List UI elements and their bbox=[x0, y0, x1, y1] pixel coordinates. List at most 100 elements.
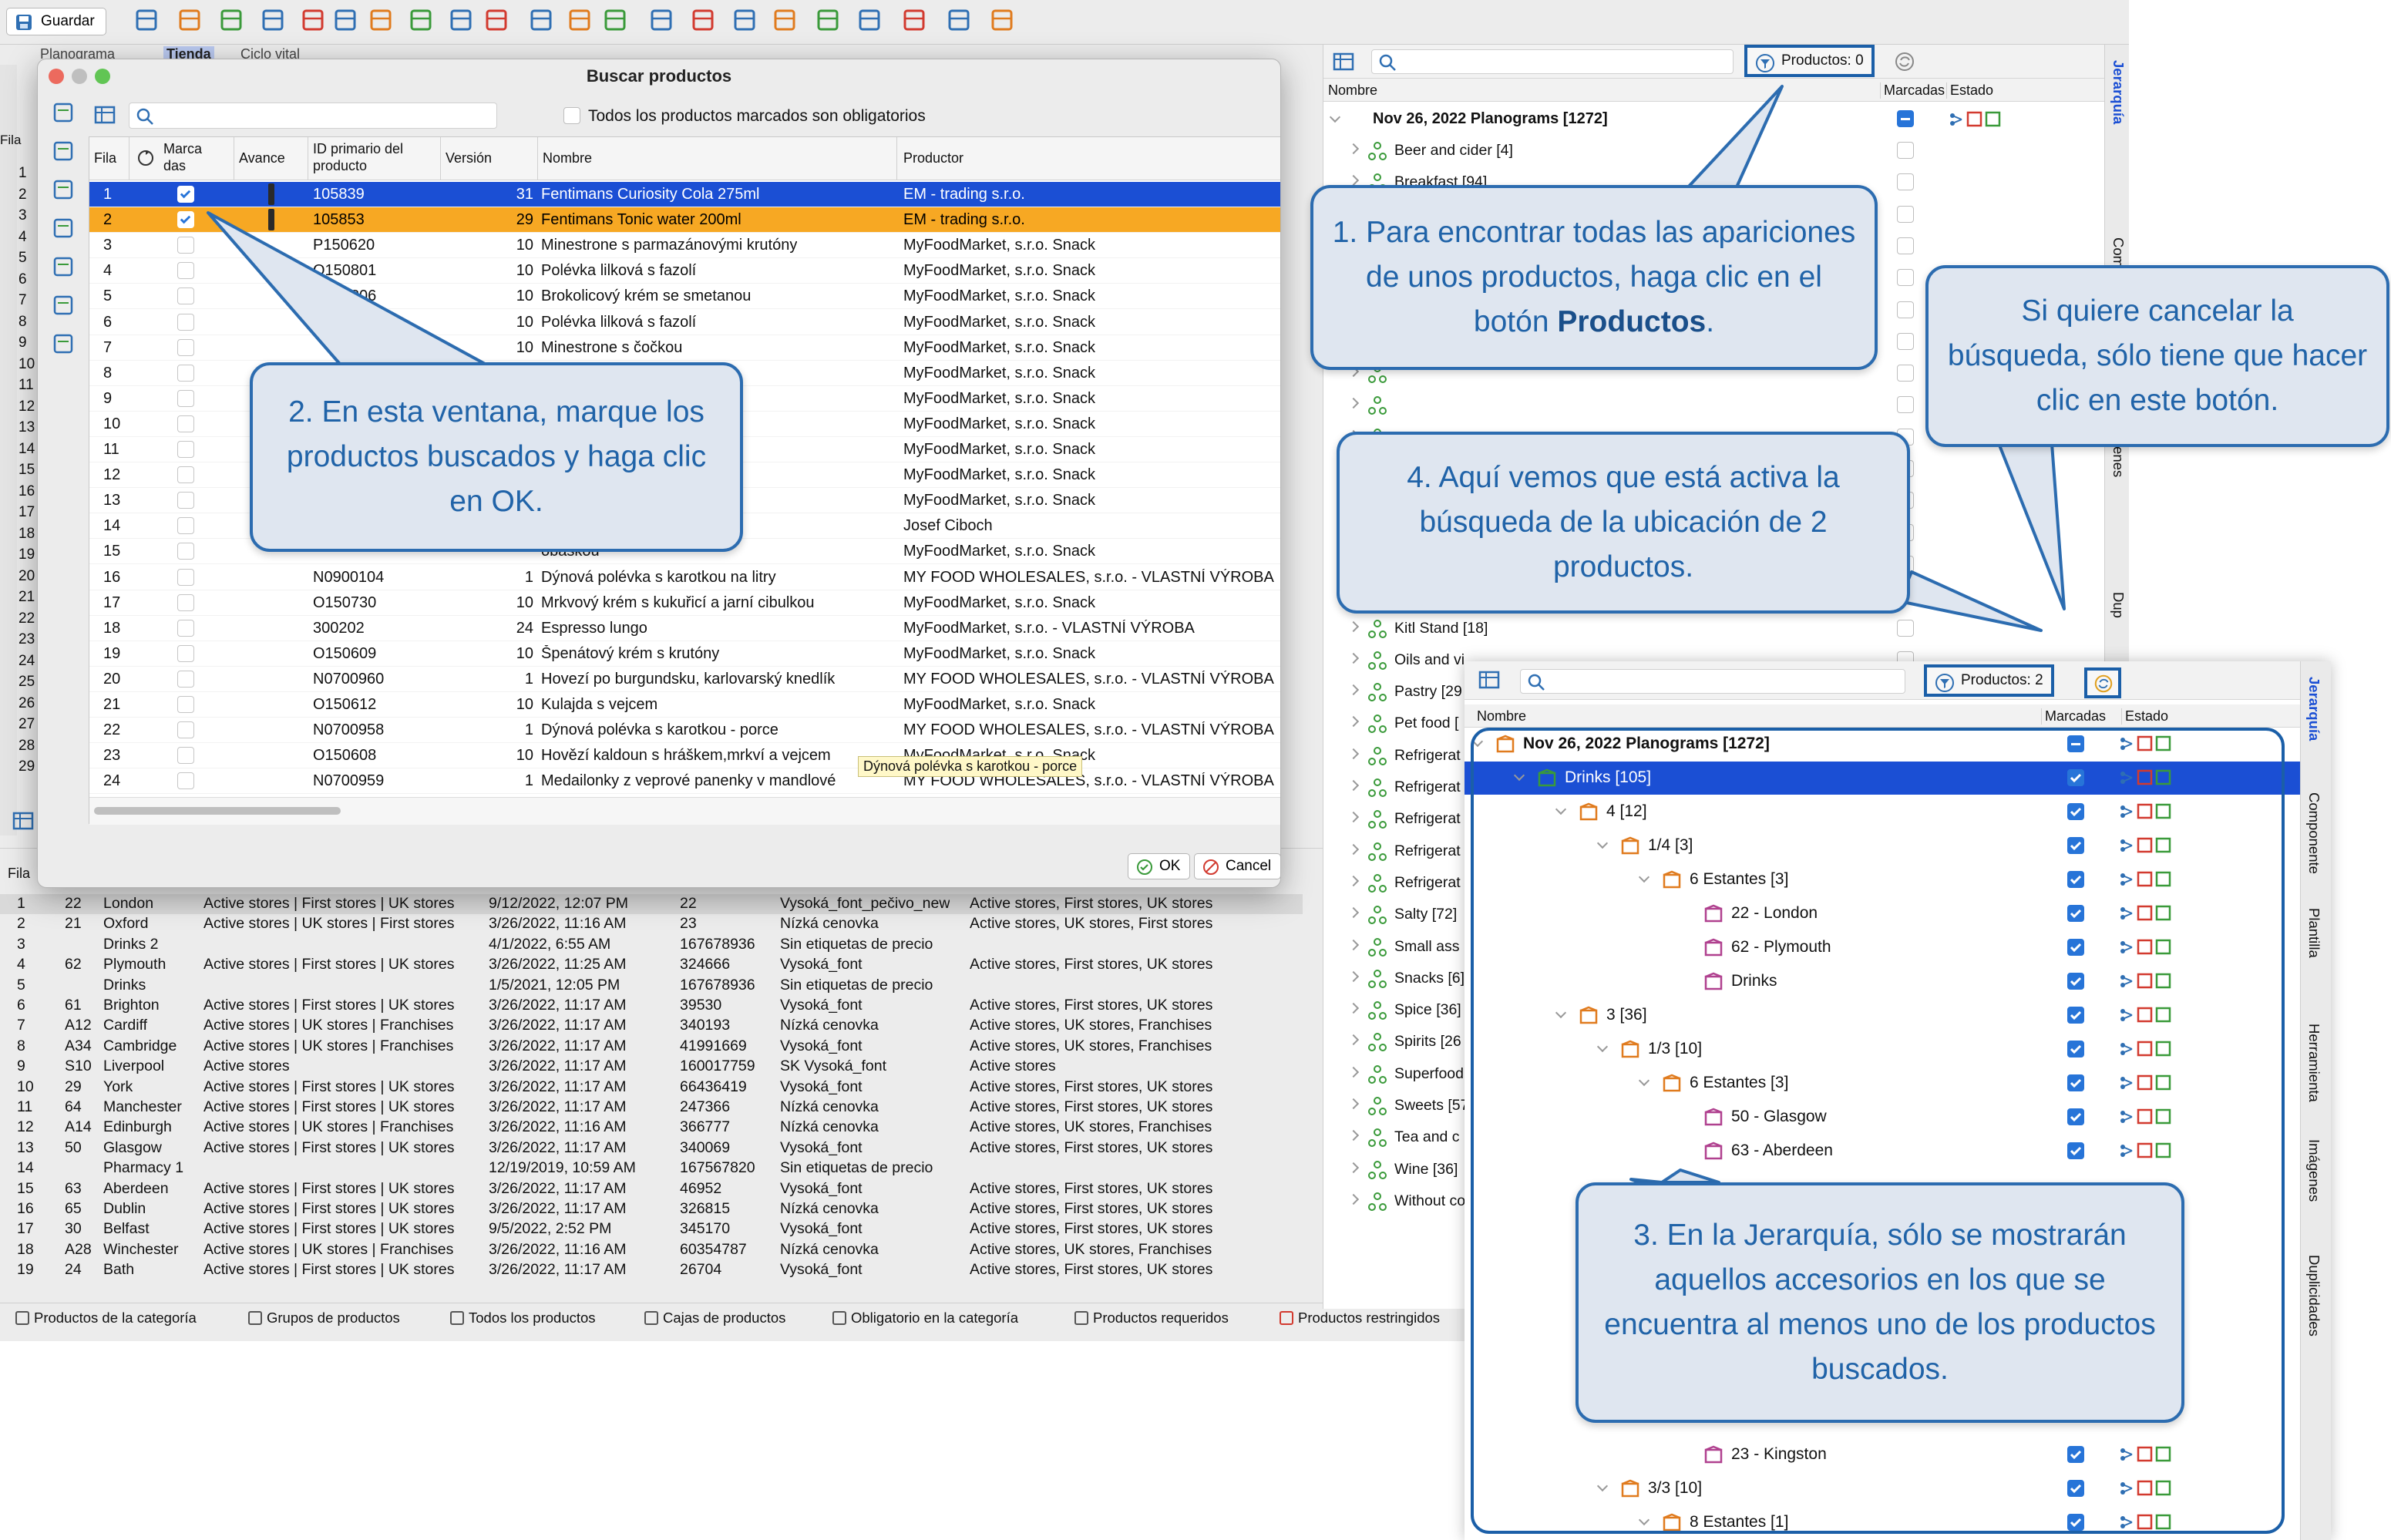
marked-checkbox[interactable] bbox=[177, 696, 194, 713]
bottom-tab[interactable]: Productos restringidos bbox=[1280, 1310, 1440, 1326]
cancel-button[interactable]: Cancel bbox=[1194, 853, 1280, 879]
marked-checkbox[interactable] bbox=[2067, 939, 2084, 956]
products-filter-active-button[interactable]: Productos: 2 bbox=[1924, 664, 2054, 697]
inset-tree-row[interactable]: 3 [36] bbox=[1465, 999, 2300, 1032]
marked-checkbox[interactable] bbox=[177, 619, 194, 637]
toolbar-tool-icon[interactable] bbox=[731, 6, 758, 34]
toolbar-tool-icon[interactable] bbox=[601, 6, 629, 34]
tab-planograma[interactable]: Planograma bbox=[40, 46, 116, 62]
bottom-tab[interactable]: Cajas de productos bbox=[644, 1310, 785, 1326]
marked-checkbox[interactable] bbox=[2067, 1007, 2084, 1024]
toolbar-tool-icon[interactable] bbox=[771, 6, 799, 34]
inset-tree-row[interactable]: 6 Estantes [3] bbox=[1465, 1067, 2300, 1100]
dialog-tool-icon[interactable] bbox=[52, 140, 75, 163]
close-window-button[interactable] bbox=[49, 69, 64, 84]
marked-checkbox[interactable] bbox=[177, 313, 194, 331]
marked-checkbox[interactable] bbox=[1897, 301, 1914, 318]
vertical-tab[interactable]: Jerarquía bbox=[2110, 60, 2127, 125]
vertical-tab[interactable]: Dup bbox=[2110, 592, 2127, 618]
toolbar-tool-icon[interactable] bbox=[133, 6, 160, 34]
toolbar-tool-icon[interactable] bbox=[259, 6, 287, 34]
dialog-tool-icon[interactable] bbox=[52, 332, 75, 355]
marked-checkbox[interactable] bbox=[1897, 173, 1914, 191]
inset-tree-row[interactable]: 63 - Aberdeen bbox=[1465, 1135, 2300, 1168]
marked-checkbox[interactable] bbox=[177, 670, 194, 688]
inset-tree-row[interactable]: 22 - London bbox=[1465, 897, 2300, 930]
marked-checkbox[interactable] bbox=[2067, 871, 2084, 888]
zoom-window-button[interactable] bbox=[95, 69, 110, 84]
marked-checkbox[interactable] bbox=[2067, 769, 2084, 786]
marked-checkbox[interactable] bbox=[2067, 973, 2084, 990]
toolbar-tool-icon[interactable] bbox=[407, 6, 435, 34]
horizontal-scrollbar[interactable] bbox=[89, 797, 1280, 825]
toolbar-tool-icon[interactable] bbox=[856, 6, 883, 34]
marked-checkbox[interactable] bbox=[177, 644, 194, 662]
marked-checkbox[interactable] bbox=[177, 772, 194, 790]
marked-checkbox[interactable] bbox=[1897, 269, 1914, 287]
marked-checkbox[interactable] bbox=[2067, 1074, 2084, 1091]
dialog-tool-icon[interactable] bbox=[52, 255, 75, 278]
toolbar-tool-icon[interactable] bbox=[367, 6, 395, 34]
toolbar-tool-icon[interactable] bbox=[945, 6, 973, 34]
tree-category-row[interactable]: Kitl Stand [18] bbox=[1323, 613, 2104, 644]
marked-checkbox[interactable] bbox=[1897, 332, 1914, 350]
table-settings-icon[interactable] bbox=[1478, 669, 1500, 691]
marked-checkbox[interactable] bbox=[177, 441, 194, 458]
marked-checkbox[interactable] bbox=[177, 593, 194, 611]
marked-checkbox[interactable] bbox=[177, 338, 194, 356]
inset-tree-row[interactable]: 62 - Plymouth bbox=[1465, 931, 2300, 964]
inset-tree-row[interactable]: 8 Estantes [1] bbox=[1465, 1506, 2300, 1539]
marked-checkbox[interactable] bbox=[2067, 905, 2084, 922]
sort-refresh-icon[interactable] bbox=[136, 148, 156, 168]
marked-checkbox[interactable] bbox=[2067, 1041, 2084, 1057]
marked-checkbox[interactable] bbox=[2067, 1480, 2084, 1497]
products-filter-button[interactable]: Productos: 0 bbox=[1744, 45, 1875, 77]
toolbar-tool-icon[interactable] bbox=[566, 6, 594, 34]
tree-category-row[interactable] bbox=[1323, 389, 2104, 421]
toolbar-tool-icon[interactable] bbox=[331, 6, 359, 34]
marked-checkbox[interactable] bbox=[1897, 237, 1914, 254]
inset-tree-row[interactable]: Drinks bbox=[1465, 965, 2300, 998]
marked-checkbox[interactable] bbox=[1897, 619, 1914, 637]
minimize-window-button[interactable] bbox=[72, 69, 87, 84]
marked-checkbox[interactable] bbox=[2067, 1108, 2084, 1125]
marked-checkbox[interactable] bbox=[177, 747, 194, 765]
toolbar-tool-icon[interactable] bbox=[647, 6, 675, 34]
marked-checkbox[interactable] bbox=[177, 237, 194, 254]
table-settings-icon[interactable] bbox=[93, 104, 116, 126]
marked-checkbox[interactable] bbox=[177, 466, 194, 484]
inset-tree-row[interactable]: 23 - Kingston bbox=[1465, 1438, 2300, 1471]
dialog-tool-icon[interactable] bbox=[52, 101, 75, 124]
bottom-tab[interactable]: Productos requeridos bbox=[1074, 1310, 1229, 1326]
vertical-tab[interactable]: Herramienta bbox=[2306, 1024, 2322, 1102]
inset-tree-row[interactable]: 4 [12] bbox=[1465, 795, 2300, 829]
toolbar-tool-icon[interactable] bbox=[689, 6, 717, 34]
inset-tree-row[interactable]: Drinks [105] bbox=[1465, 762, 2300, 795]
toolbar-tool-icon[interactable] bbox=[814, 6, 842, 34]
marked-checkbox[interactable] bbox=[177, 568, 194, 586]
bottom-tab[interactable]: Obligatorio en la categoría bbox=[832, 1310, 1018, 1326]
toolbar-tool-icon[interactable] bbox=[299, 6, 327, 34]
toolbar-tool-icon[interactable] bbox=[447, 6, 475, 34]
marked-checkbox[interactable] bbox=[2067, 837, 2084, 854]
